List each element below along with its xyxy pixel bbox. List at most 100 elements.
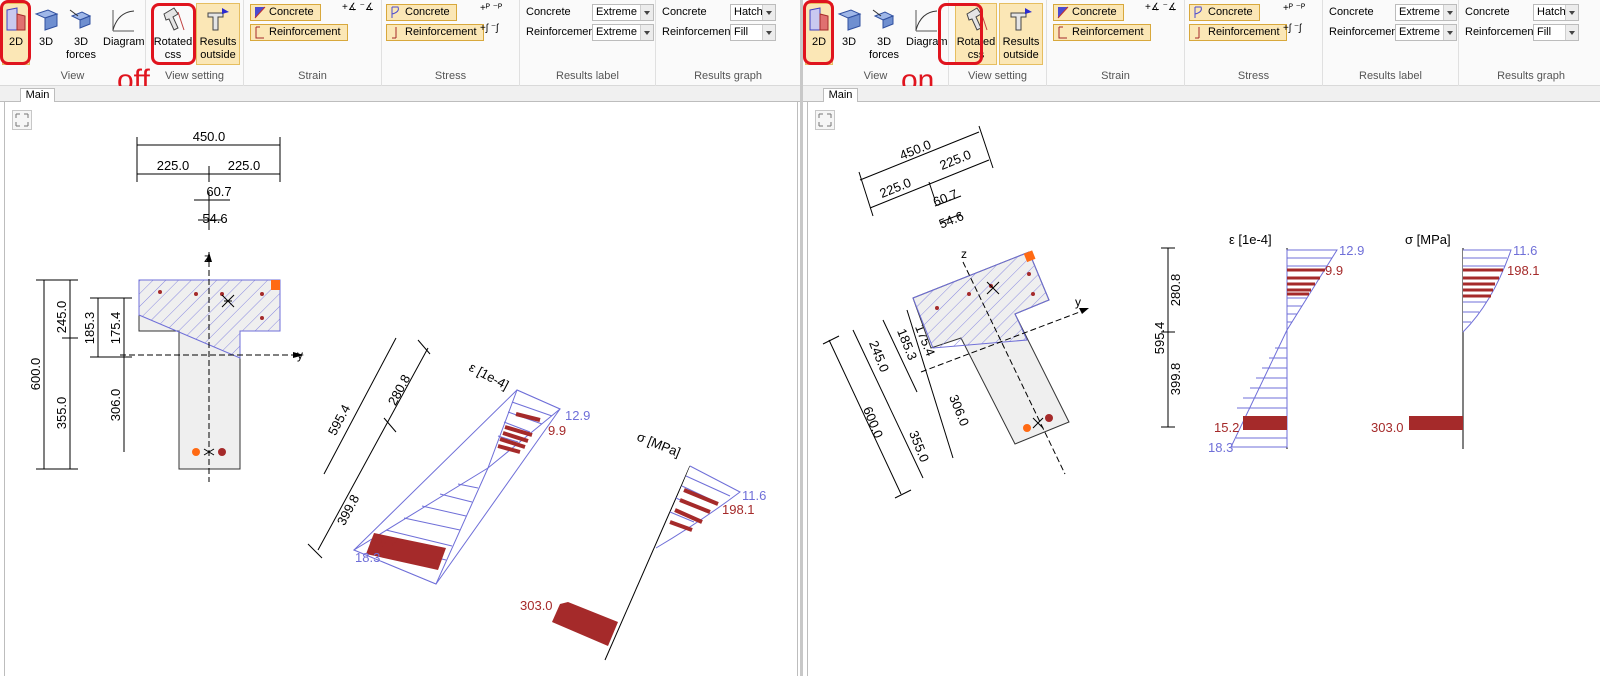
group-results-graph: Concrete Reinforcement Hatch Fill Result…	[656, 0, 800, 86]
stress-title: σ [MPa]	[635, 429, 683, 460]
diagram-icon	[112, 10, 135, 32]
dim-na-bottom: 306.0	[108, 389, 123, 422]
button-rotated-css[interactable]: Rotated css	[152, 3, 194, 65]
strain-length: 595.4	[325, 402, 354, 438]
2d-view-icon	[809, 7, 829, 31]
strain-concrete-toggle[interactable]: Concrete	[1053, 4, 1124, 21]
strain-diagram	[307, 337, 561, 585]
stress-concrete-toggle[interactable]: Concrete	[1189, 4, 1260, 21]
button-diagram[interactable]: Diagram	[905, 3, 948, 65]
dimension-lines	[822, 125, 994, 499]
button-3d-forces[interactable]: 3D forces	[865, 3, 903, 65]
results-label-reinforcement-label: Reinforcement	[526, 26, 598, 38]
group-results-label: Concrete Reinforcement Extreme Extreme R…	[1323, 0, 1459, 86]
dim-web-inner: 54.6	[202, 211, 227, 226]
dim-half-left: 225.0	[877, 175, 913, 201]
ribbon: 2D 3D 3D forces Diagram View Rotated css	[803, 0, 1600, 86]
button-3d[interactable]: 3D	[32, 3, 60, 65]
results-graph-concrete-select[interactable]: Hatch	[1533, 4, 1579, 21]
results-graph-reinforcement-select[interactable]: Fill	[1533, 24, 1579, 41]
group-stress: Concrete Reinforcement +ᴾ ⁻ᴾ +ʃ ⁻ʃ Stres…	[1185, 0, 1323, 86]
results-label-concrete-select[interactable]: Extreme	[592, 4, 654, 21]
stress-reinforcement-icon	[392, 27, 397, 39]
axis-y-label: y	[1075, 295, 1081, 309]
results-graph-reinforcement-label: Reinforcement	[1465, 26, 1537, 38]
results-label-concrete-label: Concrete	[1329, 6, 1374, 18]
expand-icon[interactable]	[12, 110, 32, 130]
chevron-down-icon[interactable]	[1565, 5, 1578, 20]
chevron-down-icon[interactable]	[1443, 25, 1456, 40]
strain-diagram	[1161, 247, 1338, 449]
group-results-graph: Concrete Reinforcement Hatch Fill Result…	[1459, 0, 1600, 86]
3d-view-icon	[837, 9, 862, 31]
strain-sign-icon[interactable]: +∡ ⁻∡	[1145, 2, 1177, 13]
highlight-2d	[803, 0, 834, 65]
strain-bottom-concrete: 18.3	[355, 550, 380, 565]
chevron-down-icon[interactable]	[640, 5, 653, 20]
dim-web-width: 60.7	[931, 186, 960, 209]
3d-forces-icon	[69, 9, 92, 29]
button-3d-forces[interactable]: 3D forces	[62, 3, 100, 65]
strain-top-concrete: 12.9	[565, 408, 590, 423]
dimension-lines	[36, 137, 281, 470]
button-diagram[interactable]: Diagram	[102, 3, 145, 65]
button-results-outside[interactable]: Results outside	[999, 3, 1043, 65]
strain-reinforcement-toggle[interactable]: Reinforcement	[1053, 24, 1151, 41]
group-strain: Concrete Reinforcement +∡ ⁻∡ Strain	[244, 0, 382, 86]
ribbon: 2D 3D 3D forces Diagram View Rotated css	[0, 0, 800, 86]
drawing-canvas[interactable]	[807, 102, 1600, 676]
stress-concrete-icon	[391, 6, 399, 18]
results-label-concrete-select[interactable]: Extreme	[1395, 4, 1457, 21]
strain-top-reinforcement: 9.9	[1325, 263, 1343, 278]
button-2d[interactable]: 2D	[805, 3, 833, 65]
drawing-canvas[interactable]	[4, 102, 798, 676]
dim-height-top: 245.0	[54, 301, 69, 334]
chevron-down-icon[interactable]	[640, 25, 653, 40]
stress-sign-bottom-icon[interactable]: +ʃ ⁻ʃ	[1283, 23, 1302, 34]
expand-icon[interactable]	[815, 110, 835, 130]
strain-title: ε [1e-4]	[467, 359, 512, 392]
strain-length-top: 280.8	[385, 372, 414, 408]
results-graph-concrete-select[interactable]: Hatch	[730, 4, 776, 21]
button-results-outside[interactable]: Results outside	[196, 3, 240, 65]
dim-height-total: 600.0	[860, 404, 886, 440]
axis-z-label: z	[961, 247, 967, 261]
button-3d[interactable]: 3D	[835, 3, 863, 65]
results-label-reinforcement-select[interactable]: Extreme	[592, 24, 654, 41]
strain-reinforcement-icon	[1058, 26, 1067, 39]
strain-bottom-concrete: 18.3	[1208, 440, 1233, 455]
tab-bar: Main	[0, 86, 800, 102]
stress-reinforcement-toggle[interactable]: Reinforcement	[1189, 24, 1287, 41]
tab-main[interactable]: Main	[20, 88, 55, 102]
button-2d[interactable]: 2D	[2, 3, 30, 65]
axis-z-label: z	[204, 251, 210, 265]
chevron-down-icon[interactable]	[762, 25, 775, 40]
stress-concrete-toggle[interactable]: Concrete	[386, 4, 457, 21]
tab-main[interactable]: Main	[823, 88, 858, 102]
strain-concrete-toggle[interactable]: Concrete	[250, 4, 321, 21]
group-stress: Concrete Reinforcement +ᴾ ⁻ᴾ +ʃ ⁻ʃ Stres…	[382, 0, 520, 86]
stress-sign-top-icon[interactable]: +ᴾ ⁻ᴾ	[480, 3, 503, 14]
cross-section-drawing: 450.0 225.0 225.0 60.7 54.6 600.0 245.0 …	[822, 125, 1540, 499]
stress-sign-top-icon[interactable]: +ᴾ ⁻ᴾ	[1283, 3, 1306, 14]
strain-reinforcement-toggle[interactable]: Reinforcement	[250, 24, 348, 41]
panel-off: 2D 3D 3D forces Diagram View Rotated css	[0, 0, 800, 676]
group-view: 2D 3D 3D forces Diagram View	[803, 0, 949, 86]
results-label-reinforcement-label: Reinforcement	[1329, 26, 1401, 38]
strain-concrete-icon	[1057, 6, 1069, 19]
stress-sign-bottom-icon[interactable]: +ʃ ⁻ʃ	[480, 23, 499, 34]
stress-reinforcement-toggle[interactable]: Reinforcement	[386, 24, 484, 41]
dim-total-width: 450.0	[897, 137, 933, 163]
results-label-reinforcement-select[interactable]: Extreme	[1395, 24, 1457, 41]
chevron-down-icon[interactable]	[1443, 5, 1456, 20]
group-results-label: Concrete Reinforcement Extreme Extreme R…	[520, 0, 656, 86]
chevron-down-icon[interactable]	[1565, 25, 1578, 40]
chevron-down-icon[interactable]	[762, 5, 775, 20]
diagram-icon	[915, 10, 938, 32]
strain-sign-icon[interactable]: +∡ ⁻∡	[342, 2, 374, 13]
results-outside-icon	[207, 8, 229, 31]
results-graph-reinforcement-select[interactable]: Fill	[730, 24, 776, 41]
stress-top-reinforcement: 198.1	[722, 502, 755, 517]
highlight-rotated-css	[151, 3, 196, 65]
stress-concrete-icon	[1194, 6, 1202, 18]
